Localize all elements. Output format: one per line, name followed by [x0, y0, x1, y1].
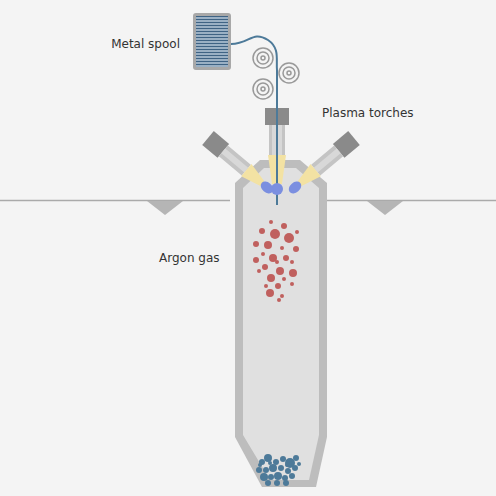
particle — [264, 454, 272, 462]
particle — [289, 269, 297, 277]
particle — [275, 283, 281, 289]
particle — [280, 456, 286, 462]
particle — [280, 246, 284, 250]
particle — [267, 274, 275, 282]
particle — [283, 255, 289, 261]
particle — [285, 468, 291, 474]
plasma-torch — [202, 131, 278, 199]
particle — [295, 230, 299, 234]
particle — [269, 220, 273, 224]
particle — [293, 246, 299, 252]
particle — [268, 474, 274, 480]
floor-line — [326, 200, 496, 202]
particle — [290, 260, 294, 264]
particle — [273, 459, 279, 465]
plasma-torch — [284, 131, 360, 199]
particle — [265, 480, 271, 486]
particle — [258, 463, 262, 467]
particle — [297, 462, 301, 466]
particle — [293, 455, 299, 461]
particle — [264, 241, 272, 249]
particle — [263, 467, 269, 473]
particle — [278, 465, 284, 471]
particle — [257, 269, 261, 273]
particle — [269, 464, 277, 472]
particle — [282, 277, 286, 281]
particle — [282, 475, 288, 481]
support — [367, 201, 403, 215]
particle — [253, 241, 259, 247]
particle — [276, 267, 284, 275]
particle — [261, 252, 265, 256]
particle — [289, 473, 295, 479]
particle — [274, 480, 280, 486]
chamber-interior — [243, 168, 319, 480]
part-label: Plasma torches — [322, 105, 414, 121]
floor-line — [0, 200, 230, 202]
spool-windings — [196, 16, 228, 67]
particle — [285, 463, 289, 467]
particle — [256, 467, 262, 473]
particle — [277, 298, 281, 302]
particle — [274, 472, 282, 480]
support — [147, 201, 183, 215]
particle — [266, 289, 274, 297]
part-label: Argon gas — [159, 250, 220, 266]
particle — [292, 465, 298, 471]
particle — [283, 480, 289, 486]
particle — [284, 233, 294, 243]
particle — [264, 284, 268, 288]
particle — [268, 461, 272, 465]
part-label: Metal spool — [111, 36, 180, 52]
particle — [260, 473, 268, 481]
particle — [259, 228, 265, 234]
feed-rollers — [253, 48, 299, 99]
particle — [280, 294, 284, 298]
particle — [275, 260, 279, 264]
particle — [262, 264, 268, 270]
particle — [290, 282, 294, 286]
particle — [281, 223, 287, 229]
spool — [193, 13, 231, 70]
particle — [253, 257, 259, 263]
molten-droplets — [253, 220, 299, 302]
particle — [270, 229, 280, 239]
metal-powder — [256, 454, 301, 486]
chamber-wall — [235, 160, 327, 487]
